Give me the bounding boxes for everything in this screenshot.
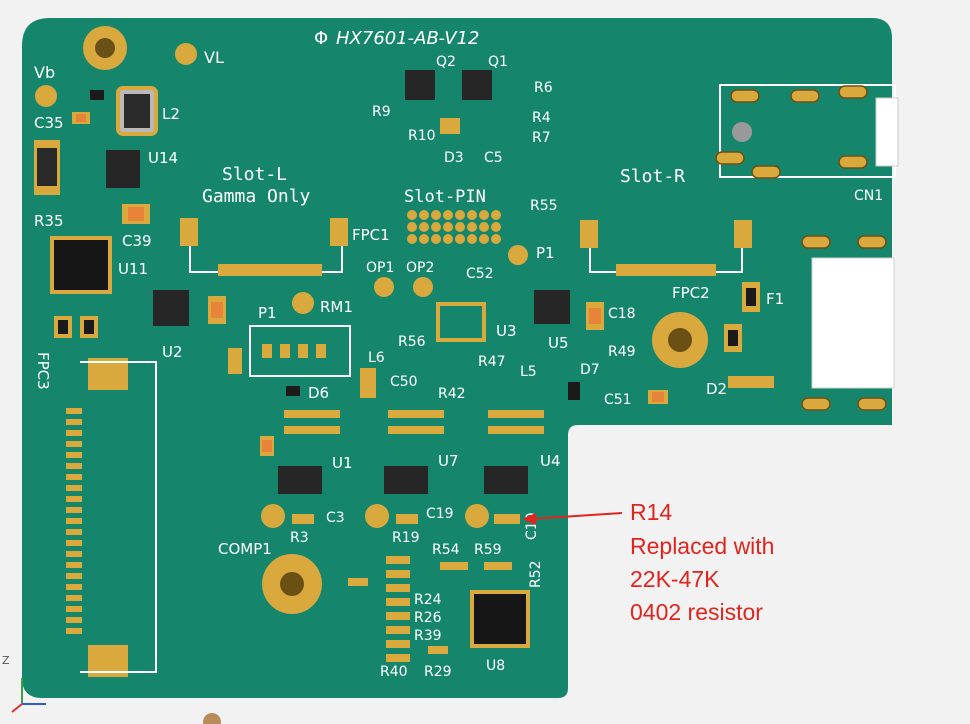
ic-packages	[34, 70, 570, 648]
fpc-connectors	[66, 218, 752, 677]
label-u14: U14	[148, 149, 178, 167]
label-u3: U3	[496, 322, 517, 340]
label-c50: C50	[390, 374, 418, 390]
label-r42: R42	[438, 386, 466, 402]
label-f1: F1	[766, 290, 784, 308]
label-q2: Q2	[436, 54, 456, 70]
label-d6: D6	[308, 384, 329, 402]
label-fpc1: FPC1	[352, 226, 390, 244]
label-r26: R26	[414, 610, 442, 626]
label-u1: U1	[332, 454, 353, 472]
label-rm1: RM1	[320, 298, 353, 316]
inductor-l2-core	[124, 94, 150, 128]
label-c51: C51	[604, 392, 632, 408]
label-r40: R40	[380, 664, 408, 680]
annotation-text: R14 Replaced with 22K-47K 0402 resistor	[630, 499, 774, 625]
label-r7: R7	[532, 130, 551, 146]
label-r4: R4	[532, 110, 551, 126]
label-r39: R39	[414, 628, 442, 644]
label-c39: C39	[122, 232, 152, 250]
label-c52: C52	[466, 266, 494, 282]
label-q1: Q1	[488, 54, 508, 70]
label-r6: R6	[534, 80, 553, 96]
label-c35: C35	[34, 114, 64, 132]
annotation-line-2: Replaced with	[630, 533, 774, 559]
label-r56: R56	[398, 334, 426, 350]
p1-header-outline	[249, 325, 351, 377]
label-slot-pin: Slot-PIN	[404, 187, 486, 207]
passive-components	[54, 90, 774, 456]
label-u11: U11	[118, 260, 148, 278]
label-r49: R49	[608, 344, 636, 360]
resistor-arrays	[284, 410, 544, 662]
label-fpc3: FPC3	[34, 352, 52, 390]
label-slot-r: Slot-R	[620, 166, 685, 187]
label-r35: R35	[34, 212, 64, 230]
annotation-line-4: 0402 resistor	[630, 599, 763, 625]
label-r47: R47	[478, 354, 506, 370]
label-fpc2: FPC2	[672, 284, 710, 302]
label-gamma-only: Gamma Only	[202, 186, 311, 207]
label-c18: C18	[608, 306, 636, 322]
label-r3: R3	[290, 530, 309, 546]
label-r19: R19	[392, 530, 420, 546]
axis-z-label: Z	[2, 654, 10, 667]
label-vl: VL	[204, 48, 224, 67]
label-u5: U5	[548, 334, 569, 352]
label-u4: U4	[540, 452, 561, 470]
label-r54: R54	[432, 542, 460, 558]
label-r10: R10	[408, 128, 436, 144]
annotation-line-3: 22K-47K	[630, 566, 720, 592]
label-l2: L2	[162, 105, 180, 123]
label-c5: C5	[484, 150, 503, 166]
label-d3: D3	[444, 150, 464, 166]
label-op2: OP2	[406, 260, 434, 276]
label-r9: R9	[372, 104, 391, 120]
label-d2: D2	[706, 380, 727, 398]
slot-pin-header	[407, 210, 501, 244]
p1-header-pins	[262, 344, 326, 358]
label-r59: R59	[474, 542, 502, 558]
cursor-blob	[203, 713, 221, 724]
label-c3: C3	[326, 510, 345, 526]
label-op1: OP1	[366, 260, 394, 276]
mounting-holes	[83, 26, 752, 614]
axis-indicator: Z	[2, 654, 46, 713]
label-r52: R52	[528, 560, 544, 588]
label-u2: U2	[162, 343, 183, 361]
label-u8: U8	[486, 658, 505, 674]
label-c19: C19	[426, 506, 454, 522]
label-vb: Vb	[34, 63, 55, 82]
label-u7: U7	[438, 452, 459, 470]
label-p1-left: P1	[258, 304, 277, 322]
pcb-board	[22, 18, 892, 698]
label-slot-l: Slot-L	[222, 164, 287, 185]
annotation-arrow	[522, 512, 623, 525]
label-p1-mid: P1	[536, 244, 555, 262]
cn1-tab	[875, 97, 899, 167]
board-title-prefix: Φ	[314, 28, 328, 49]
label-l5: L5	[520, 364, 537, 380]
label-d7: D7	[580, 362, 600, 378]
usb-connector-body	[811, 257, 895, 389]
label-r55: R55	[530, 198, 558, 214]
annotation-line-1: R14	[630, 499, 672, 525]
label-cn1: CN1	[854, 188, 883, 204]
board-title: HX7601-AB-V12	[336, 28, 480, 49]
label-l6: L6	[368, 350, 385, 366]
label-r29: R29	[424, 664, 452, 680]
label-r24: R24	[414, 592, 442, 608]
cn1-pads	[715, 85, 887, 411]
test-points	[35, 43, 528, 528]
label-comp1: COMP1	[218, 540, 272, 558]
